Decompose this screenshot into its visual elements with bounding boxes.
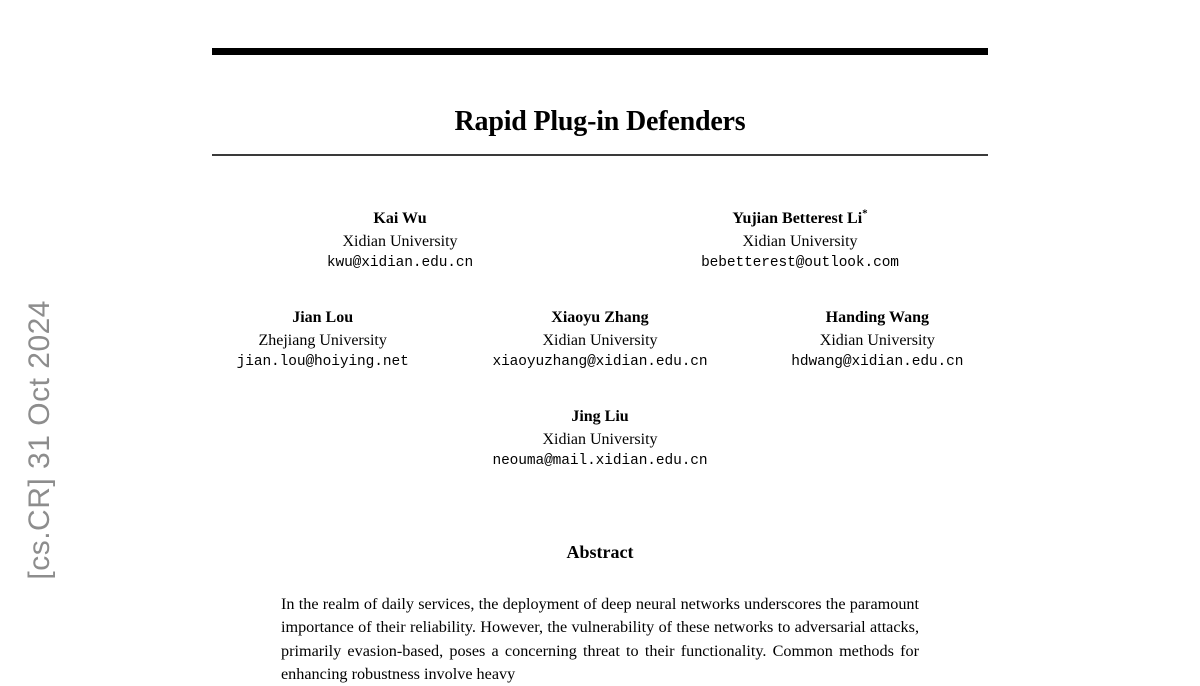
author-name-text: Handing Wang: [825, 309, 929, 327]
author-email: kwu@xidian.edu.cn: [326, 255, 474, 272]
author-name-text: Jing Liu: [571, 408, 629, 426]
author-block: Kai Wu Xidian University kwu@xidian.edu.…: [212, 208, 988, 505]
author-entry: Handing Wang Xidian University hdwang@xi…: [767, 307, 988, 373]
author-email: neouma@mail.xidian.edu.cn: [492, 453, 708, 470]
paper-page: Rapid Plug-in Defenders Kai Wu Xidian Un…: [212, 0, 988, 683]
author-affiliation: Xidian University: [542, 331, 658, 349]
author-entry: Jian Lou Zhejiang University jian.lou@ho…: [212, 307, 433, 373]
author-name: Xiaoyu Zhang: [489, 307, 710, 330]
author-email: xiaoyuzhang@xidian.edu.cn: [492, 354, 708, 371]
author-name: Yujian Betterest Li*: [685, 208, 915, 231]
author-email: bebetterest@outlook.com: [701, 255, 899, 272]
author-affiliation: Xidian University: [342, 232, 458, 250]
author-affiliation: Zhejiang University: [258, 331, 387, 349]
author-email: hdwang@xidian.edu.cn: [791, 354, 964, 371]
title-rule-top: [212, 48, 988, 55]
author-entry: Kai Wu Xidian University kwu@xidian.edu.…: [285, 208, 515, 274]
author-footnote-marker: *: [862, 207, 868, 220]
author-name: Jian Lou: [212, 307, 433, 330]
abstract-text: In the realm of daily services, the depl…: [281, 595, 919, 683]
author-name: Jing Liu: [450, 406, 750, 429]
author-entry: Xiaoyu Zhang Xidian University xiaoyuzha…: [489, 307, 710, 373]
author-affiliation: Xidian University: [742, 232, 858, 250]
title-rule-bottom: [212, 154, 988, 156]
author-row: Kai Wu Xidian University kwu@xidian.edu.…: [212, 208, 988, 274]
author-name-text: Kai Wu: [373, 210, 427, 227]
author-name: Handing Wang: [767, 307, 988, 330]
author-name-text: Jian Lou: [292, 309, 354, 327]
abstract-heading: Abstract: [566, 541, 634, 562]
author-row: Jing Liu Xidian University neouma@mail.x…: [212, 406, 988, 472]
page-title: Rapid Plug-in Defenders: [454, 105, 746, 137]
arxiv-stamp-text: [cs.CR] 31 Oct 2024: [23, 300, 56, 580]
author-name-text: Yujian Betterest Li: [732, 210, 863, 227]
author-entry: Jing Liu Xidian University neouma@mail.x…: [450, 406, 750, 472]
author-affiliation: Xidian University: [819, 331, 935, 349]
author-email: jian.lou@hoiying.net: [236, 354, 409, 371]
author-name: Kai Wu: [285, 208, 515, 231]
author-entry: Yujian Betterest Li* Xidian University b…: [685, 208, 915, 274]
arxiv-stamp: [cs.CR] 31 Oct 2024: [10, 300, 70, 680]
author-name-text: Xiaoyu Zhang: [551, 309, 649, 327]
author-affiliation: Xidian University: [542, 430, 658, 448]
author-row: Jian Lou Zhejiang University jian.lou@ho…: [212, 307, 988, 373]
